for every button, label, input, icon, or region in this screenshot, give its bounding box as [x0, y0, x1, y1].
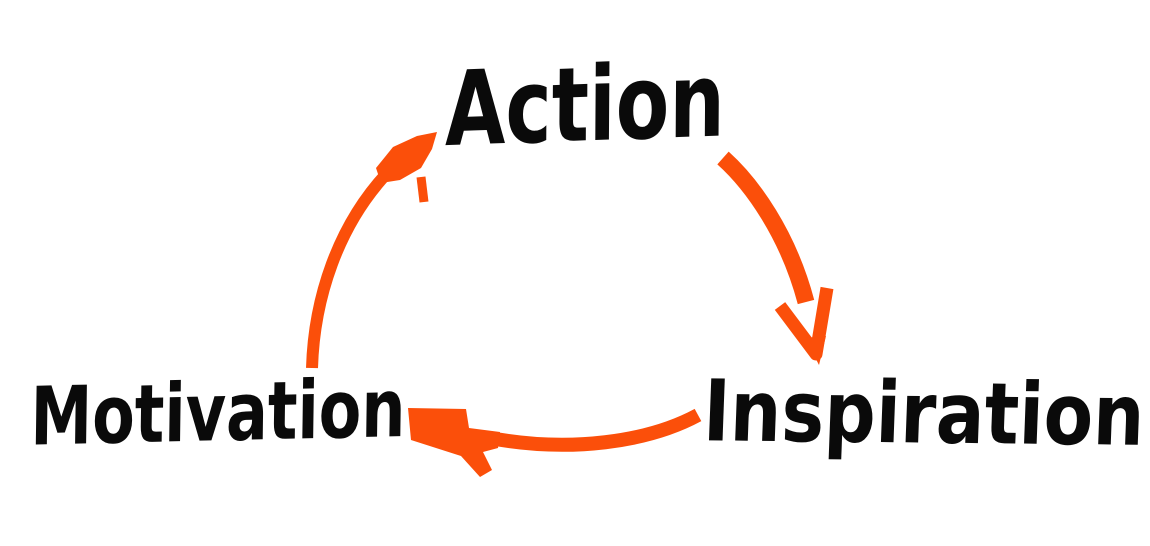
- arrow-motivation-to-action-icon: [306, 132, 437, 369]
- arrow-inspiration-to-motivation-icon: [408, 408, 702, 477]
- node-label-motivation: Motivation: [29, 360, 407, 465]
- node-label-inspiration: Inspiration: [701, 361, 1147, 465]
- arrow-action-to-inspiration-icon: [717, 151, 834, 365]
- node-label-action: Action: [444, 41, 726, 171]
